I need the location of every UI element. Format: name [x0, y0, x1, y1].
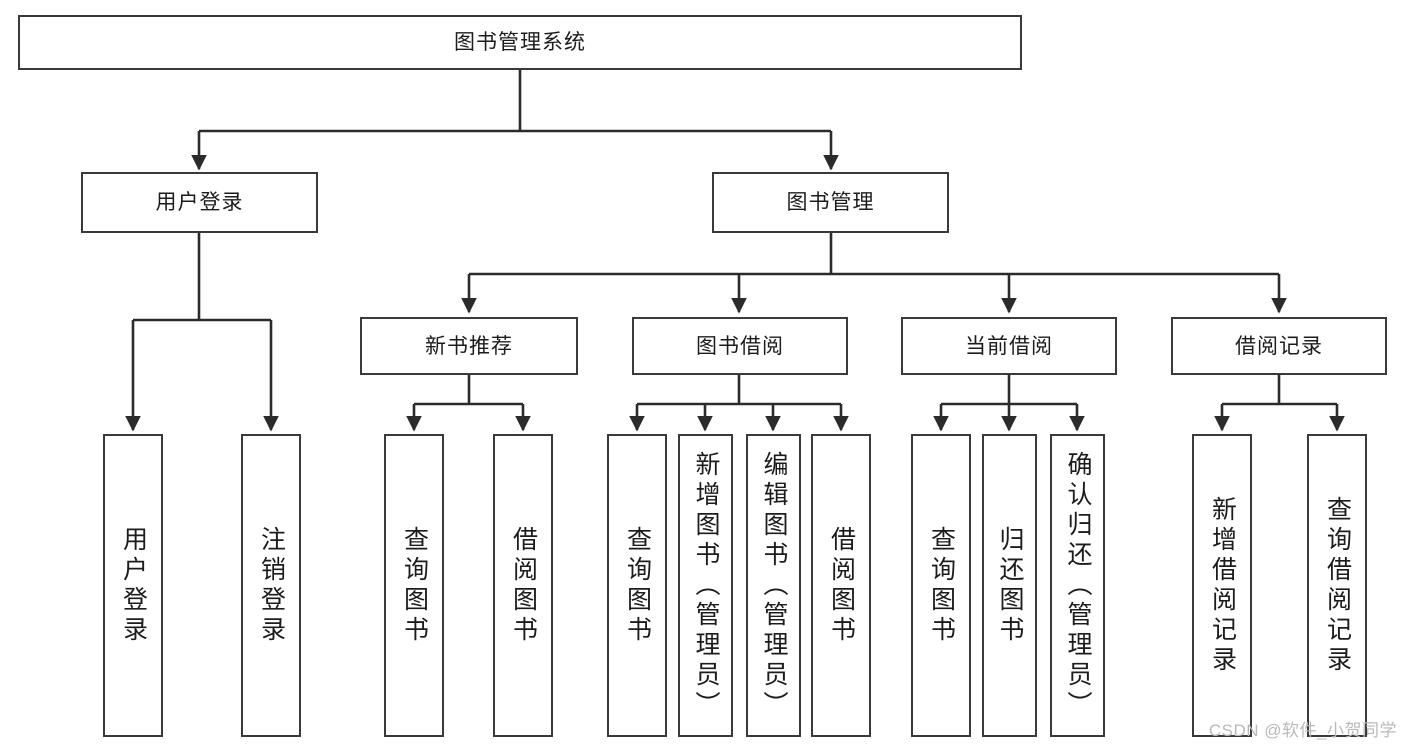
node-leaf-query-book-3[interactable]: 查询图书 [911, 434, 971, 737]
node-book-borrow-label: 图书借阅 [696, 334, 784, 358]
node-leaf-query-book-2-label: 查询图书 [623, 525, 652, 646]
node-borrow-record[interactable]: 借阅记录 [1171, 317, 1387, 375]
node-leaf-query-book-3-label: 查询图书 [927, 525, 956, 646]
node-root[interactable]: 图书管理系统 [18, 15, 1022, 70]
watermark-text: CSDN @软件_小贺同学 [1208, 721, 1397, 740]
node-new-book-recommend[interactable]: 新书推荐 [360, 317, 578, 375]
node-leaf-add-book[interactable]: 新增图书（管理员） [678, 434, 733, 737]
node-leaf-return-book[interactable]: 归还图书 [982, 434, 1037, 737]
node-leaf-return-book-label: 归还图书 [996, 525, 1024, 646]
node-user-login[interactable]: 用户登录 [81, 172, 318, 233]
node-leaf-query-book-1[interactable]: 查询图书 [384, 434, 444, 737]
node-leaf-edit-book-label: 编辑图书（管理员） [760, 450, 788, 721]
node-current-borrow[interactable]: 当前借阅 [901, 317, 1117, 375]
node-leaf-user-login[interactable]: 用户登录 [103, 434, 163, 737]
node-book-manage[interactable]: 图书管理 [712, 172, 949, 233]
node-leaf-borrow-book-2-label: 借阅图书 [827, 525, 856, 646]
node-leaf-borrow-book-2[interactable]: 借阅图书 [811, 434, 871, 737]
node-leaf-borrow-book-1[interactable]: 借阅图书 [493, 434, 553, 737]
node-user-login-label: 用户登录 [155, 191, 244, 214]
node-leaf-logout[interactable]: 注销登录 [241, 434, 301, 737]
node-book-manage-label: 图书管理 [786, 191, 875, 214]
node-leaf-add-record-label: 新增借阅记录 [1208, 495, 1237, 676]
node-leaf-query-record[interactable]: 查询借阅记录 [1307, 434, 1367, 737]
node-root-label: 图书管理系统 [454, 31, 586, 54]
node-book-borrow[interactable]: 图书借阅 [632, 317, 848, 375]
node-new-book-recommend-label: 新书推荐 [425, 334, 513, 358]
node-leaf-confirm-return[interactable]: 确认归还（管理员） [1050, 434, 1105, 737]
node-leaf-add-record[interactable]: 新增借阅记录 [1192, 434, 1252, 737]
node-borrow-record-label: 借阅记录 [1235, 334, 1323, 358]
node-leaf-confirm-return-label: 确认归还（管理员） [1064, 450, 1092, 721]
node-leaf-borrow-book-1-label: 借阅图书 [509, 525, 538, 646]
node-current-borrow-label: 当前借阅 [965, 334, 1053, 358]
node-leaf-edit-book[interactable]: 编辑图书（管理员） [746, 434, 801, 737]
node-leaf-add-book-label: 新增图书（管理员） [692, 450, 720, 721]
node-leaf-logout-label: 注销登录 [257, 525, 286, 646]
node-leaf-query-book-2[interactable]: 查询图书 [607, 434, 667, 737]
node-leaf-query-book-1-label: 查询图书 [400, 525, 429, 646]
node-leaf-query-record-label: 查询借阅记录 [1323, 495, 1352, 676]
node-leaf-user-login-label: 用户登录 [119, 525, 148, 646]
